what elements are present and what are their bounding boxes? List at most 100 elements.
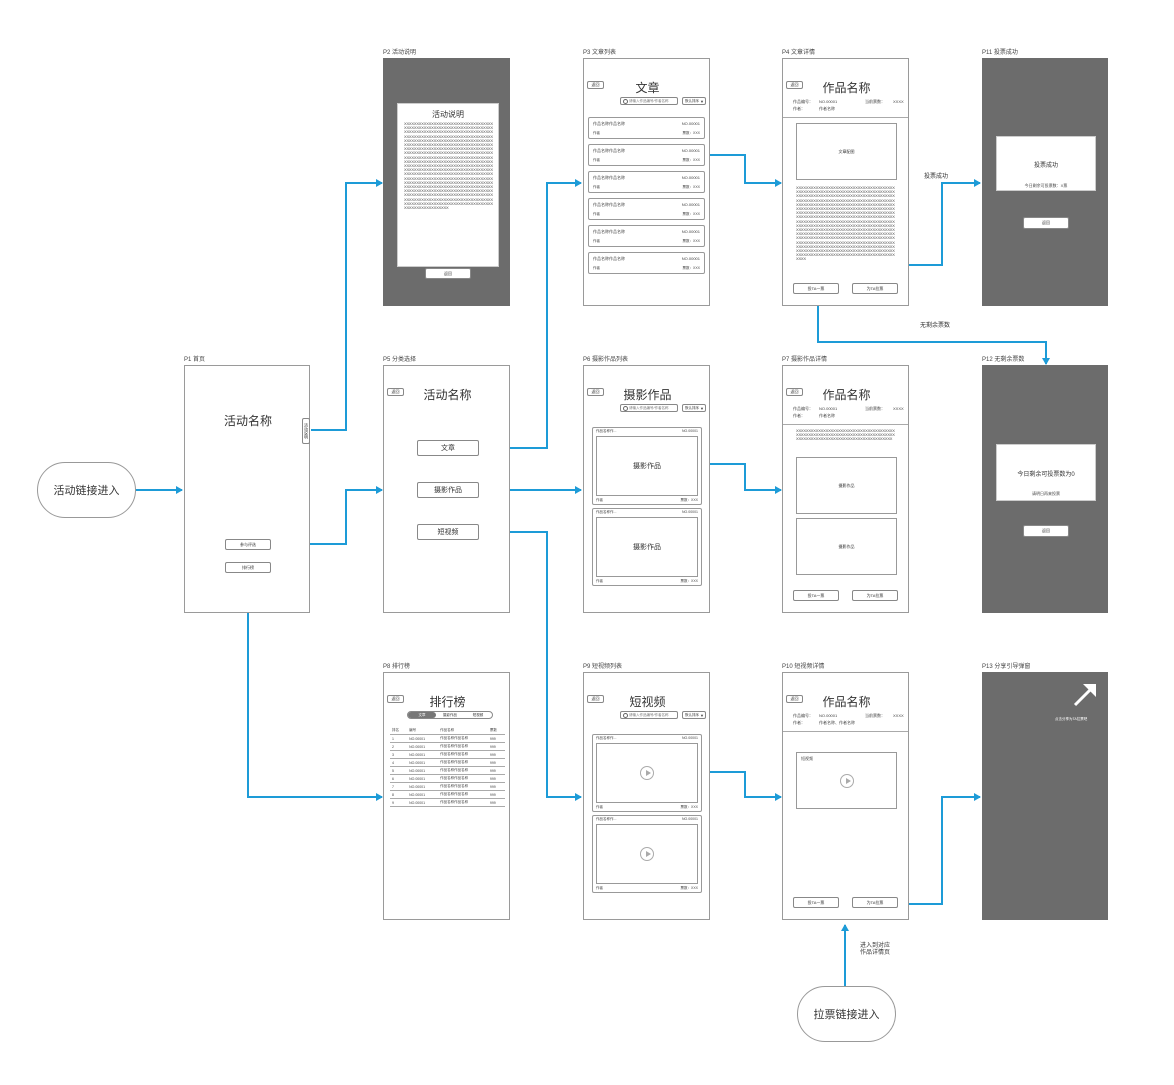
p11-back-button[interactable]: 返回 xyxy=(1023,217,1069,229)
join-button[interactable]: 参与评选 xyxy=(225,539,271,550)
p7-back-button[interactable]: 返回 xyxy=(786,388,803,396)
cell: 999 xyxy=(487,742,505,751)
cell: 999 xyxy=(487,758,505,767)
p9-sort-select[interactable]: 默认排序▼ xyxy=(682,711,706,719)
p4-back-button[interactable]: 返回 xyxy=(786,81,803,89)
p7-heading: 作品名称 xyxy=(822,388,871,402)
item-no: NO.00001 xyxy=(682,736,698,740)
canvass-button[interactable]: 为TA拉票 xyxy=(852,590,898,601)
cell: NO.00001 xyxy=(407,758,439,767)
p6-sort-select[interactable]: 默认排序▼ xyxy=(682,404,706,412)
play-icon[interactable] xyxy=(640,847,654,861)
category-article-button[interactable]: 文章 xyxy=(417,440,479,456)
ranking-button[interactable]: 排行榜 xyxy=(225,562,271,573)
item-name: 作品名称作品名称 xyxy=(593,229,625,234)
p5-category-frame: 返回 活动名称 文章 摄影作品 短视频 xyxy=(383,365,510,613)
p8-back-button[interactable]: 返回 xyxy=(387,695,404,703)
p9-heading: 短视频 xyxy=(629,695,666,709)
list-item[interactable]: 作品名称作... NO.00001 摄影作品 作者 票数：XXX xyxy=(592,508,702,586)
activity-rules-tab[interactable]: 活动说明 xyxy=(302,418,310,444)
list-item[interactable]: 作品名称作... NO.00001 摄影作品 作者 票数：XXX xyxy=(592,427,702,505)
p6-search-input[interactable]: 请输入作品编号/作者名称 xyxy=(620,404,678,412)
cell: 999 xyxy=(487,734,505,743)
divider xyxy=(783,731,908,732)
p2-frame-title: P2 活动说明 xyxy=(383,50,417,56)
play-icon[interactable] xyxy=(839,773,854,788)
p8-frame-title: P8 排行榜 xyxy=(383,664,411,670)
canvass-button[interactable]: 为TA拉票 xyxy=(852,283,898,294)
p9-search-input[interactable]: 请输入作品编号/作者名称 xyxy=(620,711,678,719)
item-no: NO.00001 xyxy=(682,817,698,821)
list-item[interactable]: 作品名称作... NO.00001 作者 票数：XXX xyxy=(592,815,702,893)
header-no: 编号 xyxy=(407,727,439,735)
p6-search-placeholder: 请输入作品编号/作者名称 xyxy=(629,405,669,410)
p3-search-placeholder: 请输入作品编号/作者名称 xyxy=(629,98,669,103)
cell: 作品名称作品名称 xyxy=(438,758,488,767)
item-no: NO.00001 xyxy=(682,510,698,514)
rules-heading: 活动说明 xyxy=(432,110,464,119)
item-votes: 票数：XXX xyxy=(682,131,700,135)
vote-button[interactable]: 投TA一票 xyxy=(793,283,839,294)
ranking-tabs: 文章 摄影作品 短视频 xyxy=(407,711,493,719)
activity-name: 活动名称 xyxy=(223,414,272,428)
video-player[interactable]: 短视频 xyxy=(796,752,897,809)
item-author: 作者 xyxy=(593,266,600,270)
p9-video-list-frame: 返回 短视频 请输入作品编号/作者名称 默认排序▼ 作品名称作... NO.00… xyxy=(583,672,710,920)
p4-author-label: 作者： xyxy=(793,106,805,111)
photo-image-1: 摄影作品 xyxy=(796,457,897,514)
chevron-down-icon: ▼ xyxy=(700,712,704,718)
connector-p9-to-p10 xyxy=(698,771,782,801)
list-item[interactable]: 作品名称作... NO.00001 作者 票数：XXX xyxy=(592,734,702,812)
item-name: 作品名称作... xyxy=(596,429,617,433)
category-photo-button[interactable]: 摄影作品 xyxy=(417,482,479,498)
divider xyxy=(783,424,908,425)
p3-sort-select[interactable]: 默认排序▼ xyxy=(682,97,706,105)
p6-back-button[interactable]: 返回 xyxy=(587,388,604,396)
p7-votes-label: 当前票数： xyxy=(865,406,885,411)
cell: 1 xyxy=(390,734,408,743)
p5-back-button[interactable]: 返回 xyxy=(387,388,404,396)
cell: 9 xyxy=(390,798,408,807)
vote-button[interactable]: 投TA一票 xyxy=(793,897,839,908)
canvass-button[interactable]: 为TA拉票 xyxy=(852,897,898,908)
p9-search-placeholder: 请输入作品编号/作者名称 xyxy=(629,712,669,717)
item-name: 作品名称作品名称 xyxy=(593,148,625,153)
no-votes-hint: 请明日再来投票 xyxy=(1032,491,1060,496)
cell: 作品名称作品名称 xyxy=(438,742,488,751)
item-author: 作者 xyxy=(593,212,600,216)
item-votes: 票数：XXX xyxy=(680,805,698,809)
p4-frame-title: P4 文章详情 xyxy=(782,50,816,56)
p3-search-input[interactable]: 请输入作品编号/作者名称 xyxy=(620,97,678,105)
rules-back-button[interactable]: 返回 xyxy=(425,268,471,279)
p4-no-label: 作品编号： xyxy=(793,99,813,104)
p12-back-button[interactable]: 返回 xyxy=(1023,525,1069,537)
p10-back-button[interactable]: 返回 xyxy=(786,695,803,703)
tab-video[interactable]: 短视频 xyxy=(472,712,484,717)
connector-p1-to-p8 xyxy=(247,572,383,801)
tab-article[interactable]: 文章 xyxy=(408,712,436,718)
vote-button[interactable]: 投TA一票 xyxy=(793,590,839,601)
item-author: 作者 xyxy=(593,239,600,243)
video-thumbnail[interactable] xyxy=(596,743,698,803)
p8-heading: 排行榜 xyxy=(429,695,466,709)
item-author: 作者 xyxy=(596,805,603,809)
search-icon xyxy=(623,99,628,104)
video-thumbnail[interactable] xyxy=(596,824,698,884)
cell: 999 xyxy=(487,790,505,799)
item-author: 作者 xyxy=(593,131,600,135)
play-icon[interactable] xyxy=(640,766,654,780)
p9-back-button[interactable]: 返回 xyxy=(587,695,604,703)
p4-article-detail-frame: 返回 作品名称 作品编号： NO.00001 当前票数： XXXX 作者： 作者… xyxy=(782,58,909,306)
category-video-button[interactable]: 短视频 xyxy=(417,524,479,540)
article-image: 文章配图 xyxy=(796,123,897,180)
p3-back-button[interactable]: 返回 xyxy=(587,81,604,89)
tab-photo[interactable]: 摄影作品 xyxy=(443,712,457,717)
